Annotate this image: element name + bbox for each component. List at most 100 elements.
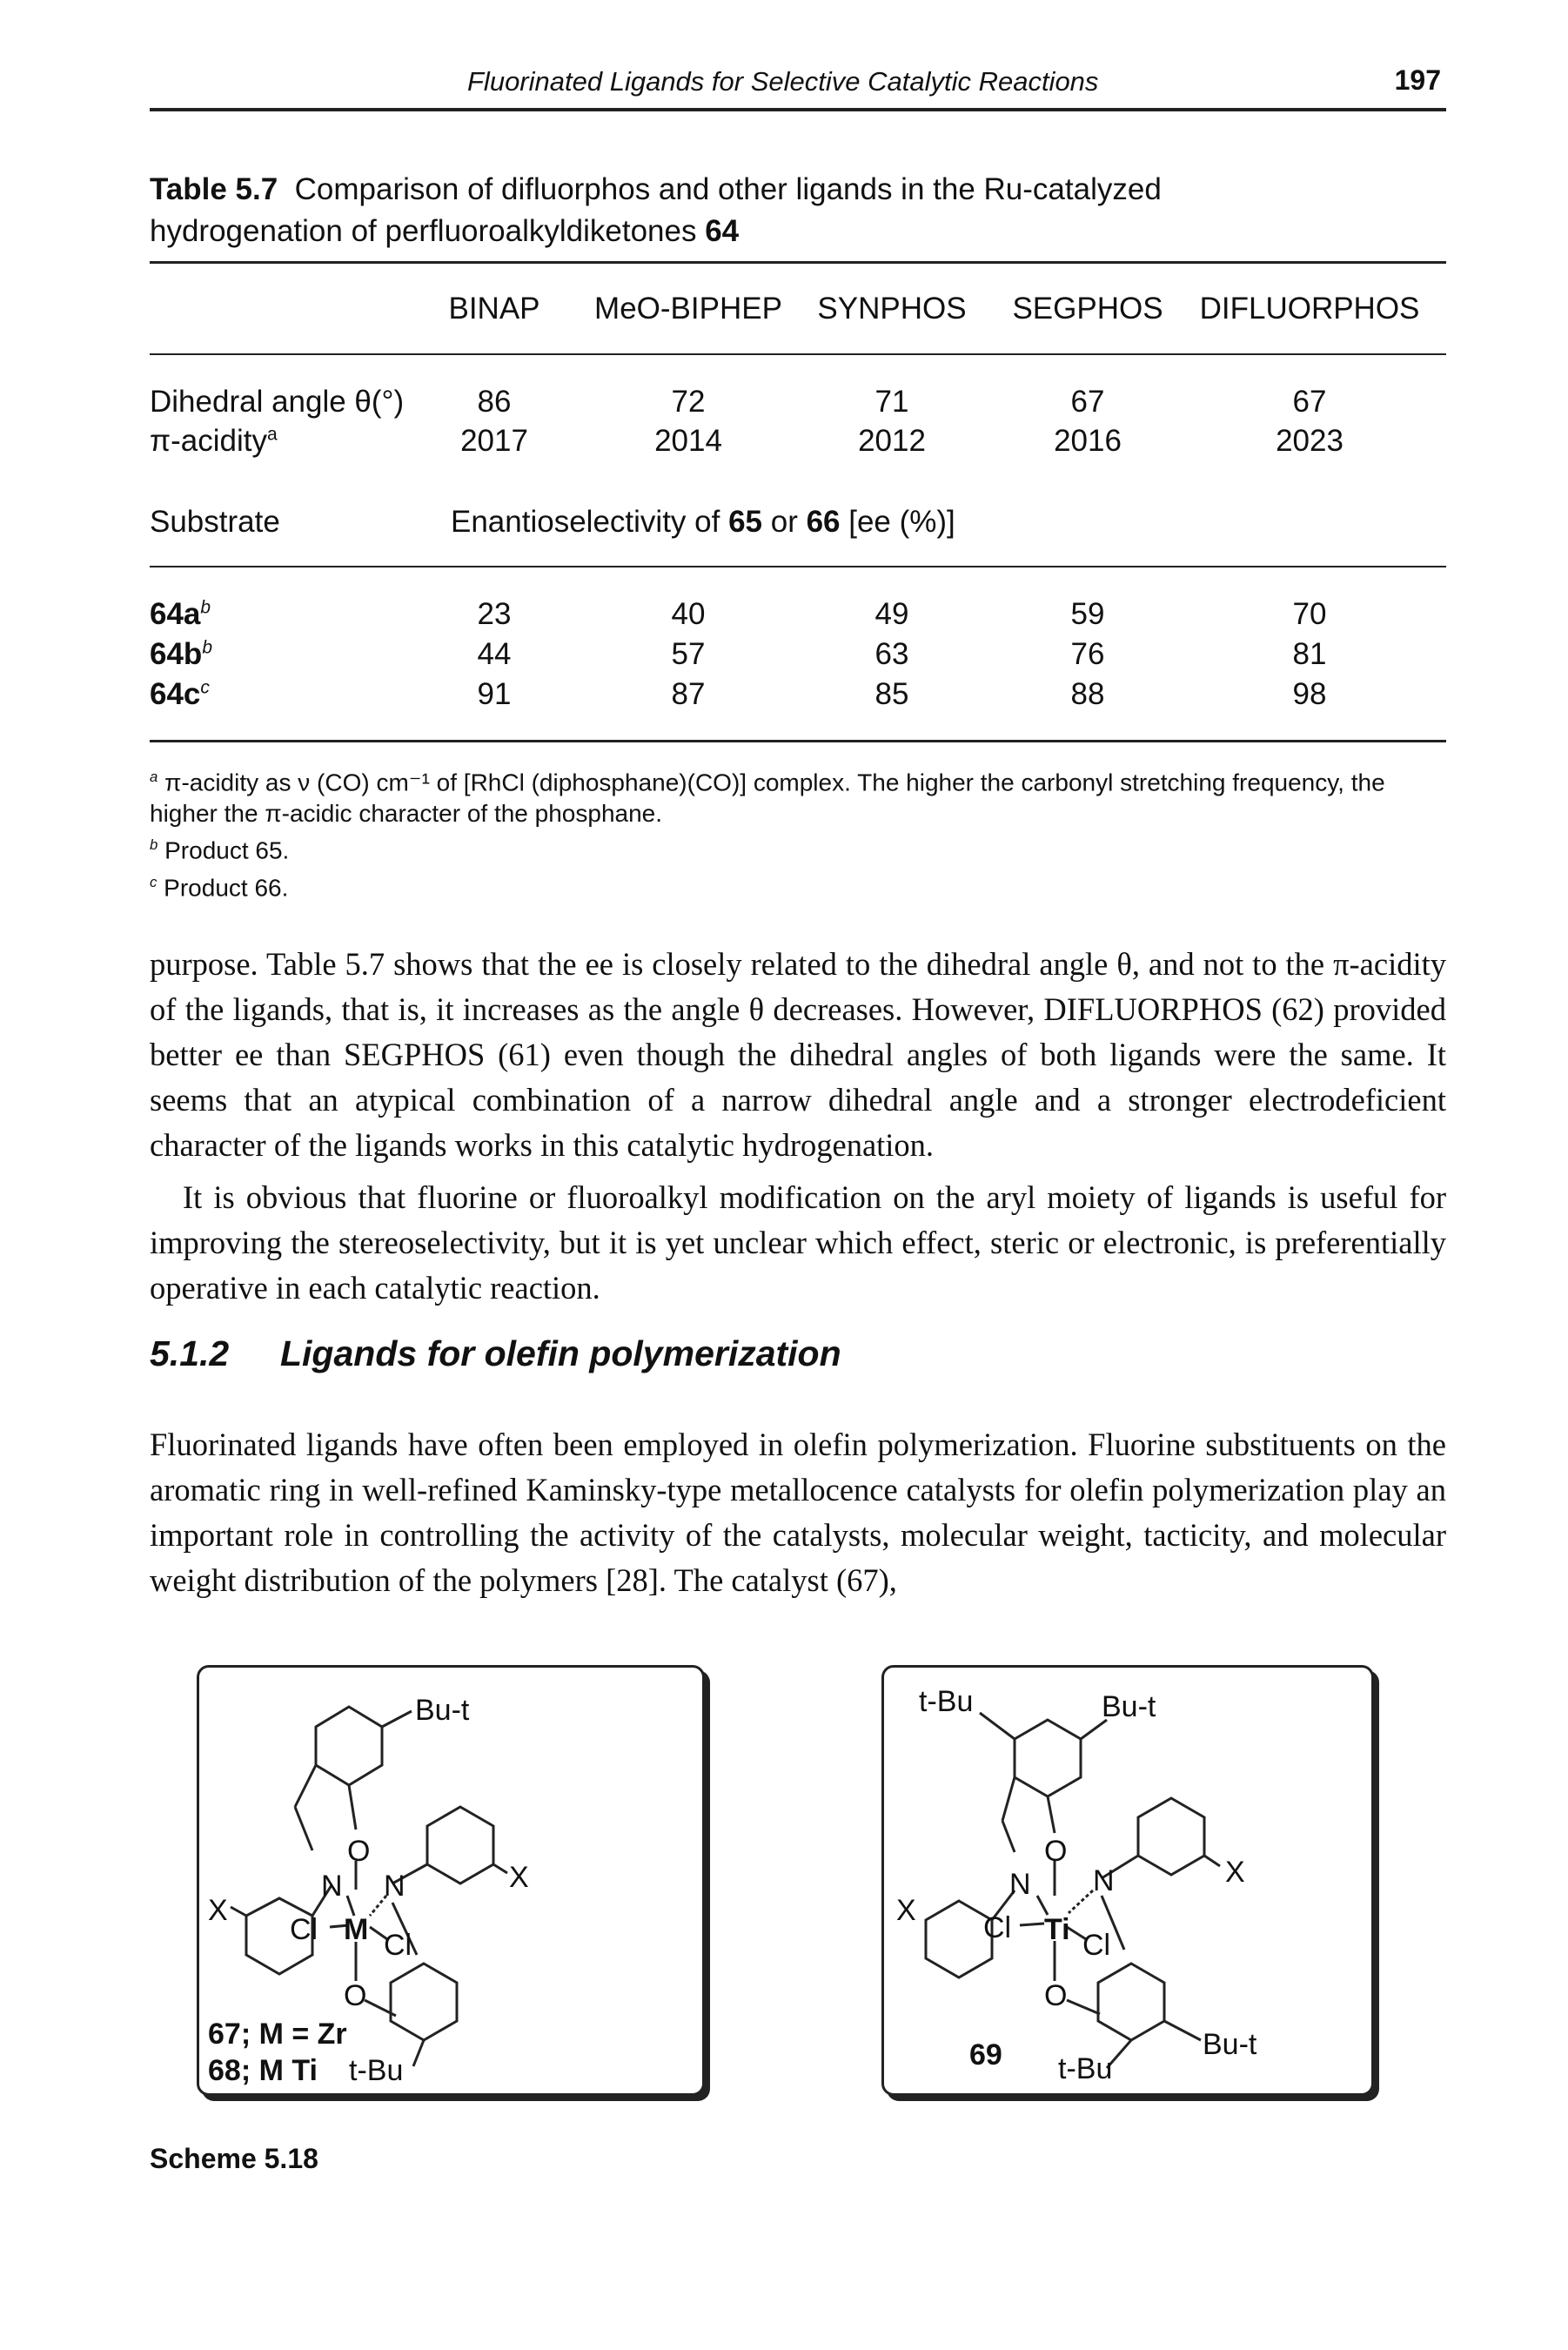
atom-label: X <box>208 1894 228 1927</box>
table-cell: 87 <box>671 677 706 711</box>
table-label: Table 5.7 <box>150 172 278 206</box>
substituent-label: t-Bu <box>349 2054 403 2087</box>
bond <box>1066 1925 1087 1941</box>
table-cell: 49 <box>874 597 909 631</box>
scheme-label: Scheme 5.18 <box>150 2143 318 2174</box>
aryl-ring <box>389 1962 459 2042</box>
bond <box>293 1764 318 1808</box>
bond <box>1080 1718 1108 1741</box>
table-cell: 2014 <box>654 424 722 458</box>
bond <box>368 1895 388 1917</box>
bond <box>1067 1889 1095 1915</box>
paragraph: It is obvious that fluorine or fluoroalk… <box>150 1179 1446 1306</box>
bond <box>329 1924 350 1929</box>
atom-label: Cl <box>384 1929 412 1962</box>
metal-label: M <box>344 1913 368 1946</box>
table-cell: 63 <box>874 637 909 671</box>
section-title: Ligands for olefin polymerization <box>280 1333 841 1373</box>
column-header: DIFLUORPHOS <box>1199 292 1420 326</box>
atom-label: O <box>344 1979 366 2012</box>
compound-caption: 68; M Ti <box>208 2054 318 2087</box>
ee-header: Enantioselectivity of 65 or 66 [ee (%)] <box>451 505 955 539</box>
substituent-label: t-Bu <box>919 1685 973 1718</box>
bond <box>493 1863 508 1875</box>
bond <box>369 1925 388 1941</box>
atom-label: X <box>1225 1856 1245 1889</box>
substrate-label: Substrate <box>150 505 280 539</box>
atom-label: O <box>1044 1835 1067 1868</box>
scheme-structure-left: Bu-t O N N M Cl Cl O X X t-Bu 67; M = Zr… <box>197 1665 705 2096</box>
table-caption: Table 5.7 Comparison of difluorphos and … <box>150 169 1281 252</box>
atom-label: N <box>321 1870 343 1903</box>
footnote-c: c Product 66. <box>150 873 289 901</box>
bond <box>1019 1922 1045 1927</box>
bond <box>1046 1796 1056 1834</box>
table-cell: 57 <box>671 637 706 671</box>
row-label: π-aciditya <box>150 424 278 458</box>
bond <box>990 1890 1016 1921</box>
table-cell: 72 <box>671 385 706 419</box>
aryl-ring <box>426 1805 495 1885</box>
bond <box>1203 1854 1221 1868</box>
atom-label: Cl <box>1082 1929 1110 1962</box>
bond <box>1100 1895 1126 1950</box>
atom-label: Cl <box>983 1911 1011 1944</box>
bond <box>1001 1776 1016 1822</box>
bond <box>412 2039 426 2067</box>
table-cell: 85 <box>874 677 909 711</box>
bond <box>979 1711 1015 1741</box>
page-number: 197 <box>1394 64 1441 96</box>
atom-label: O <box>1044 1979 1067 2012</box>
bond <box>392 1863 428 1885</box>
aryl-ring <box>314 1705 384 1787</box>
table-cell: 44 <box>477 637 512 671</box>
table-cell: 2012 <box>858 424 926 458</box>
table-rule <box>150 740 1446 742</box>
aryl-ring <box>1136 1796 1206 1877</box>
row-label: 64bb <box>150 637 212 671</box>
bond <box>345 1895 356 1917</box>
table-cell: 59 <box>1070 597 1105 631</box>
footnote-b: b Product 65. <box>150 836 290 864</box>
column-header: SEGPHOS <box>1012 292 1163 326</box>
body-text-1: purpose. Table 5.7 shows that the ee is … <box>150 942 1446 1311</box>
bond <box>230 1905 247 1917</box>
table-cell: 23 <box>477 597 512 631</box>
substituent-label: Bu-t <box>1203 2028 1257 2061</box>
table-cell: 67 <box>1070 385 1105 419</box>
paragraph: purpose. Table 5.7 shows that the ee is … <box>150 946 1446 1163</box>
bond <box>1105 2039 1133 2069</box>
section-number: 5.1.2 <box>150 1333 230 1373</box>
table-footnotes: a π-acidity as ν (CO) cm⁻¹ of [RhCl (dip… <box>150 762 1446 903</box>
bond <box>1001 1820 1016 1853</box>
table-cell: 76 <box>1070 637 1105 671</box>
table-cell: 70 <box>1292 597 1327 631</box>
bond <box>1035 1895 1049 1916</box>
bond <box>1066 1998 1101 2016</box>
bond <box>311 1884 333 1917</box>
footnote-a: a π-acidity as ν (CO) cm⁻¹ of [RhCl (dip… <box>150 769 1385 828</box>
bond <box>391 1902 419 1956</box>
table-rule <box>150 261 1446 264</box>
atom-label: X <box>509 1861 529 1894</box>
column-header: SYNPHOS <box>817 292 967 326</box>
substituent-label: Bu-t <box>415 1694 470 1727</box>
substituent-label: t-Bu <box>1058 2052 1112 2085</box>
bond <box>381 1709 412 1729</box>
running-header: Fluorinated Ligands for Selective Cataly… <box>150 64 1446 111</box>
table-cell: 81 <box>1292 637 1327 671</box>
aryl-ring <box>1013 1718 1082 1798</box>
table-cell: 86 <box>477 385 512 419</box>
table-cell: 98 <box>1292 677 1327 711</box>
atom-label: X <box>896 1894 916 1927</box>
table-cell: 67 <box>1292 385 1327 419</box>
table-cell: 2017 <box>460 424 528 458</box>
paragraph: Fluorinated ligands have often been empl… <box>150 1427 1446 1598</box>
atom-label: N <box>1093 1864 1115 1897</box>
caption-compound: 64 <box>705 214 740 248</box>
scheme-structure-right: t-Bu Bu-t O N N Ti Cl Cl O X X t-Bu Bu-t… <box>881 1665 1374 2096</box>
caption-line-2: hydrogenation of perfluoroalkyldiketones <box>150 214 697 248</box>
atom-label: Cl <box>290 1913 318 1946</box>
bond <box>1163 2019 1202 2042</box>
atom-label: N <box>384 1870 405 1903</box>
